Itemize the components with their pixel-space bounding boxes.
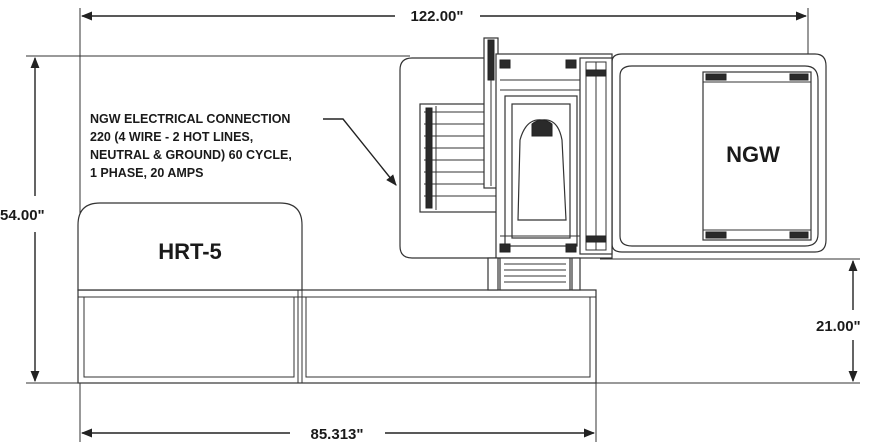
overall-height-label: 54.00" — [0, 207, 45, 224]
electrical-connection-note: NGW ELECTRICAL CONNECTION 220 (4 WIRE - … — [90, 112, 397, 186]
note-line-4: 1 PHASE, 20 AMPS — [90, 166, 203, 180]
overall-width-label: 122.00" — [411, 8, 464, 25]
hrt-5-unit: HRT-5 — [77, 202, 303, 291]
table-height-label: 21.00" — [816, 318, 861, 335]
ngw-label: NGW — [726, 142, 780, 167]
note-line-3: NEUTRAL & GROUND) 60 CYCLE, — [90, 148, 292, 162]
note-line-1: NGW ELECTRICAL CONNECTION — [90, 112, 290, 126]
table-width-label: 85.313" — [311, 426, 364, 443]
note-leader-arrow — [323, 118, 397, 186]
table-height-dimension: 21.00" — [600, 258, 861, 384]
table-width-dimension: 85.313" — [79, 383, 597, 443]
ngw-machine: NGW — [399, 37, 827, 291]
base-table — [77, 289, 597, 384]
hrt-5-label: HRT-5 — [158, 239, 222, 264]
note-line-2: 220 (4 WIRE - 2 HOT LINES, — [90, 130, 253, 144]
